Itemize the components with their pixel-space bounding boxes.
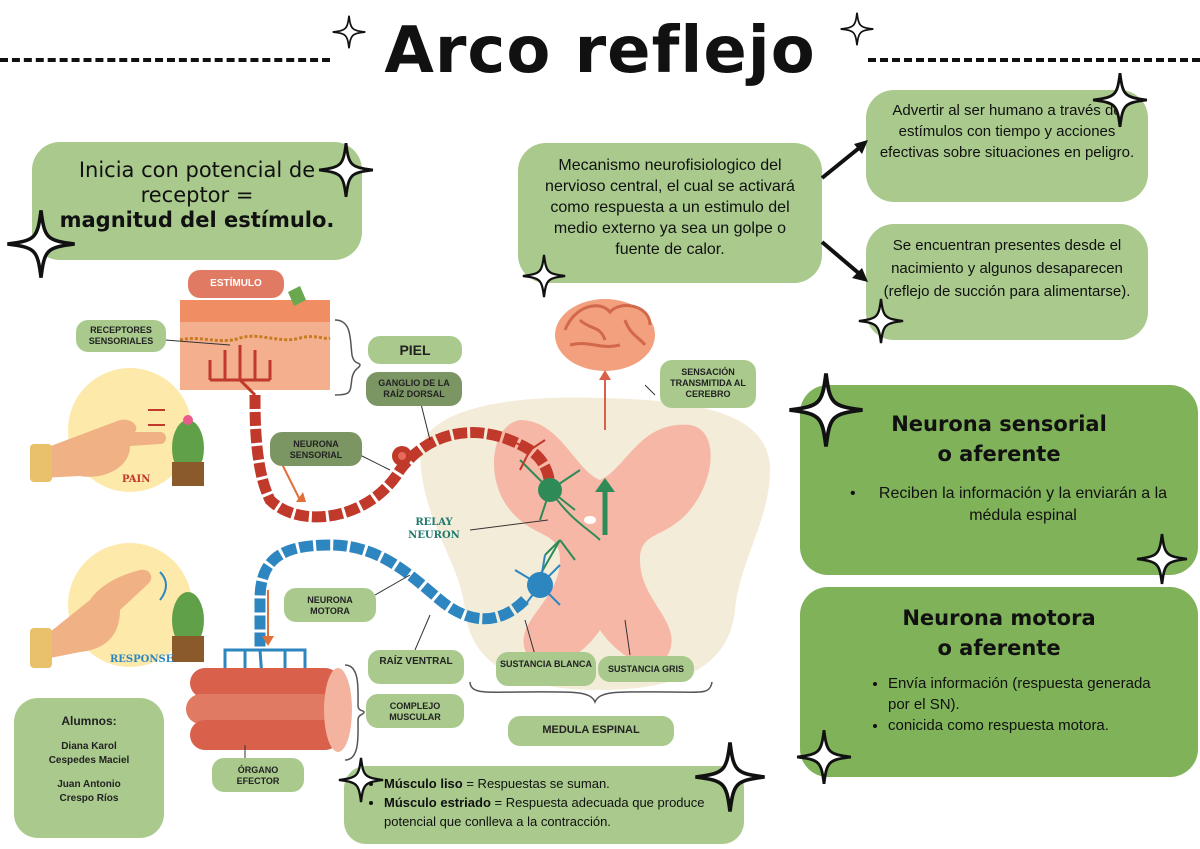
label-piel: PIEL — [368, 336, 462, 364]
label-relay-neuron: RELAY NEURON — [408, 517, 460, 541]
label-ganglio: GANGLIO DE LA RAÍZ DORSAL — [366, 372, 462, 406]
sparkle-icon — [338, 756, 384, 804]
potential-box: Inicia con potencial de receptor = magni… — [32, 142, 362, 260]
sparkle-icon — [840, 11, 874, 47]
purpose-box: Advertir al ser humano a través de estím… — [866, 90, 1148, 202]
sensory-bullet-text: Reciben la información y la enviarán a l… — [878, 485, 1168, 524]
sparkle-icon — [6, 196, 76, 292]
motor-bullets: Envía información (respuesta generada po… — [870, 673, 1158, 736]
student-1-line2: Cespedes Maciel — [48, 755, 130, 766]
muscle-item-1-bold: Músculo liso — [384, 776, 463, 791]
motor-bullet-2: conicida como respuesta motora. — [888, 715, 1158, 736]
motor-nerve — [254, 539, 529, 650]
students-heading: Alumnos: — [61, 714, 117, 728]
label-receptores: RECEPTORES SENSORIALES — [76, 320, 166, 352]
motor-bullet-1: Envía información (respuesta generada po… — [888, 673, 1158, 715]
title-dash-left — [0, 58, 330, 62]
label-response: RESPONSE — [110, 654, 174, 665]
birth-text: Se encuentran presentes desde el nacimie… — [883, 237, 1131, 300]
purpose-text: Advertir al ser humano a través de estím… — [879, 102, 1135, 161]
potential-line1: Inicia con potencial de — [78, 158, 316, 182]
student-1-line1: Diana Karol — [61, 741, 117, 752]
label-estimulo: ESTÍMULO — [188, 270, 284, 298]
muscle-box: Músculo liso = Respuestas se suman. Músc… — [344, 766, 744, 844]
label-neurona-sensorial: NEURONA SENSORIAL — [270, 432, 362, 466]
mechanism-box: Mecanismo neurofisiologico del nervioso … — [518, 143, 822, 283]
sparkle-icon — [694, 730, 766, 824]
skin-block — [179, 286, 331, 397]
sparkle-icon — [788, 364, 864, 456]
student-2-line2: Crespo Ríos — [59, 793, 119, 804]
birth-box: Se encuentran presentes desde el nacimie… — [866, 224, 1148, 340]
pain-hand-icon — [30, 368, 204, 492]
label-raiz-ventral: RAÍZ VENTRAL — [368, 650, 464, 684]
potential-line2: receptor = — [140, 183, 254, 207]
page-title: Arco reflejo — [384, 14, 816, 88]
motor-title-1: Neurona motora — [902, 606, 1096, 630]
motor-neuron-box: Neurona motora o aferente Envía informac… — [800, 587, 1198, 777]
muscle-item-1-rest: = Respuestas se suman. — [462, 776, 610, 791]
muscle-item-2-rest: = Respuesta adecuada que produce potenci… — [384, 795, 705, 829]
reflex-arc-illustration — [30, 286, 770, 761]
sensory-neuron-box: Neurona sensorial o aferente • Reciben l… — [800, 385, 1198, 575]
label-neurona-motora: NEURONA MOTORA — [284, 588, 376, 622]
label-complejo-muscular: COMPLEJO MUSCULAR — [366, 694, 464, 728]
muscle-item-1: Músculo liso = Respuestas se suman. — [384, 774, 730, 793]
potential-line3: magnitud del estímulo. — [59, 208, 335, 232]
muscle-item-2-bold: Músculo estriado — [384, 795, 491, 810]
sensory-title-1: Neurona sensorial — [891, 412, 1107, 436]
sparkle-icon — [522, 253, 566, 299]
label-pain: PAIN — [122, 474, 151, 485]
sparkle-icon — [1092, 71, 1148, 129]
label-sustancia-gris: SUSTANCIA GRIS — [598, 656, 694, 682]
sparkle-icon — [1136, 532, 1188, 586]
sensory-title-2: o aferente — [937, 442, 1061, 466]
sparkle-icon — [318, 141, 374, 199]
muscle-bundle — [186, 668, 352, 752]
response-hand-icon — [30, 543, 204, 668]
sensory-bullet-dot: • — [850, 485, 856, 502]
mechanism-arrows — [820, 140, 868, 282]
students-box: Alumnos: Diana Karol Cespedes Maciel Jua… — [14, 698, 164, 838]
sparkle-icon — [332, 14, 366, 50]
muscle-item-2: Músculo estriado = Respuesta adecuada qu… — [384, 793, 730, 831]
label-sensacion: SENSACIÓN TRANSMITIDA AL CEREBRO — [660, 360, 756, 408]
sparkle-icon — [858, 297, 904, 345]
mechanism-text: Mecanismo neurofisiologico del nervioso … — [545, 157, 795, 258]
label-sustancia-blanca: SUSTANCIA BLANCA — [496, 652, 596, 686]
title-dash-right — [868, 58, 1200, 62]
motor-title-2: o aferente — [937, 636, 1061, 660]
student-2-line1: Juan Antonio — [57, 779, 121, 790]
sparkle-icon — [796, 728, 852, 786]
label-medula-espinal: MEDULA ESPINAL — [508, 716, 674, 746]
label-organo-efector: ÓRGANO EFECTOR — [212, 758, 304, 792]
brain-icon — [555, 299, 655, 371]
